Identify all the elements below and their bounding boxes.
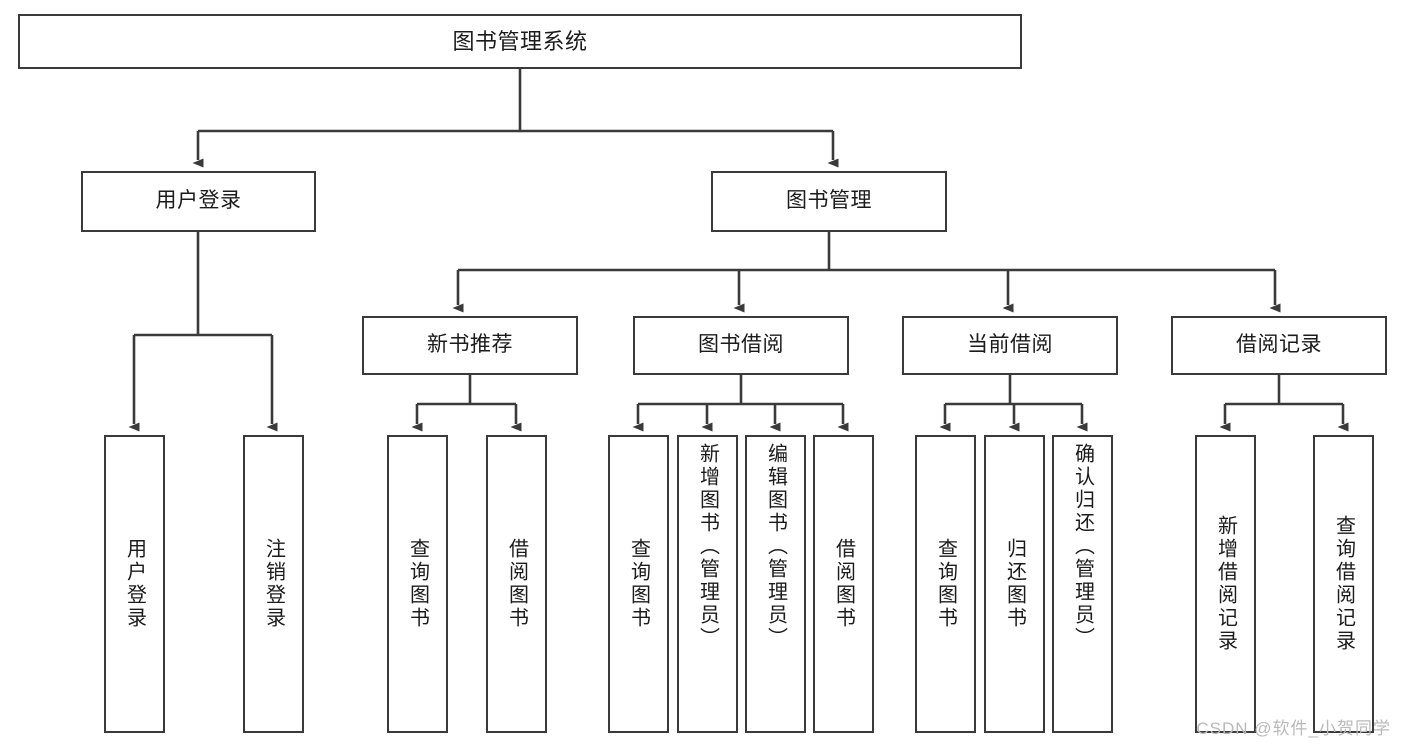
node-root-label: 图书管理系统: [452, 28, 588, 54]
leaf-query-book-current[interactable]: 查询图书: [915, 435, 976, 733]
leaf-borrow-book-recommend-label: 借阅图书: [505, 538, 528, 630]
leaf-confirm-return-admin[interactable]: 确认归还（管理员）: [1052, 435, 1113, 733]
node-new-book-recommend-label: 新书推荐: [427, 333, 513, 357]
leaf-query-borrow-record-label: 查询借阅记录: [1332, 515, 1355, 653]
node-new-book-recommend[interactable]: 新书推荐: [362, 316, 578, 375]
leaf-borrow-book-label: 借阅图书: [832, 538, 855, 630]
leaf-logout-login-label: 注销登录: [262, 538, 285, 630]
node-book-management-label: 图书管理: [786, 189, 872, 213]
leaf-query-book-borrow-label: 查询图书: [627, 538, 650, 630]
leaf-borrow-book-recommend[interactable]: 借阅图书: [486, 435, 547, 733]
leaf-user-login[interactable]: 用户登录: [104, 435, 165, 733]
leaf-query-borrow-record[interactable]: 查询借阅记录: [1313, 435, 1374, 733]
node-root[interactable]: 图书管理系统: [18, 14, 1022, 69]
leaf-edit-book-admin-label: 编辑图书（管理员）: [764, 443, 787, 650]
node-user-login[interactable]: 用户登录: [81, 171, 316, 232]
node-borrow-record-label: 借阅记录: [1236, 333, 1322, 357]
leaf-logout-login[interactable]: 注销登录: [243, 435, 304, 733]
node-borrow-record[interactable]: 借阅记录: [1171, 316, 1387, 375]
leaf-edit-book-admin[interactable]: 编辑图书（管理员）: [745, 435, 806, 733]
leaf-add-borrow-record[interactable]: 新增借阅记录: [1195, 435, 1256, 733]
leaf-add-book-admin-label: 新增图书（管理员）: [696, 443, 719, 650]
leaf-confirm-return-admin-label: 确认归还（管理员）: [1071, 443, 1094, 650]
leaf-add-book-admin[interactable]: 新增图书（管理员）: [677, 435, 738, 733]
node-current-borrow[interactable]: 当前借阅: [902, 316, 1118, 375]
node-book-borrow-label: 图书借阅: [698, 333, 784, 357]
leaf-query-book-current-label: 查询图书: [934, 538, 957, 630]
leaf-query-book-recommend-label: 查询图书: [406, 538, 429, 630]
leaf-add-borrow-record-label: 新增借阅记录: [1214, 515, 1237, 653]
leaf-query-book-borrow[interactable]: 查询图书: [608, 435, 669, 733]
leaf-user-login-label: 用户登录: [123, 538, 146, 630]
leaf-query-book-recommend[interactable]: 查询图书: [387, 435, 448, 733]
node-user-login-label: 用户登录: [155, 189, 242, 213]
leaf-return-book[interactable]: 归还图书: [984, 435, 1045, 733]
node-book-borrow[interactable]: 图书借阅: [633, 316, 849, 375]
leaf-borrow-book[interactable]: 借阅图书: [813, 435, 874, 733]
node-current-borrow-label: 当前借阅: [967, 333, 1053, 357]
node-book-management[interactable]: 图书管理: [711, 171, 947, 232]
leaf-return-book-label: 归还图书: [1003, 538, 1026, 630]
